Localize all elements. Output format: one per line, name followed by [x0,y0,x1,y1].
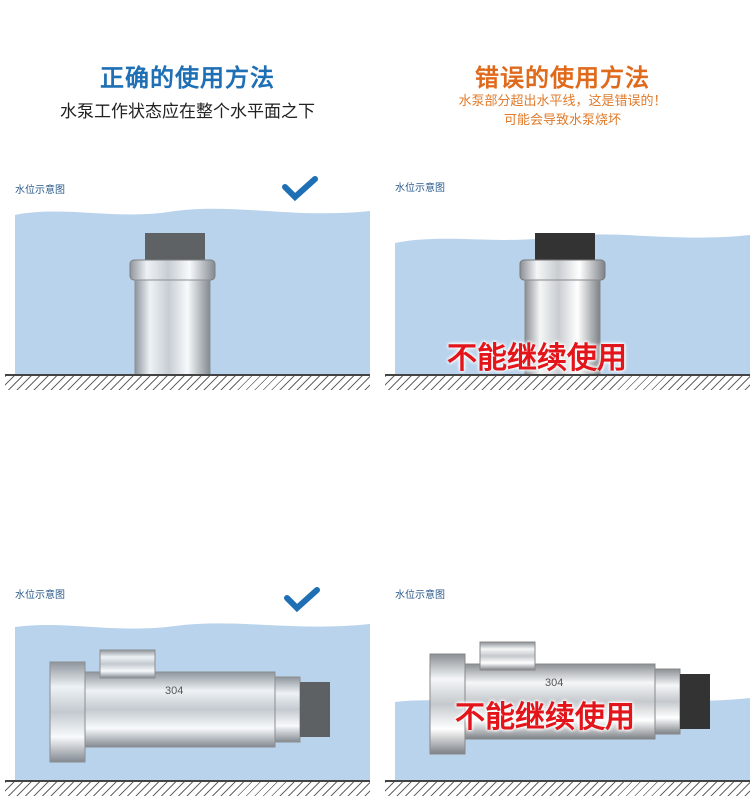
pump-marking: 304 [165,685,183,697]
water-diagram: 304 [15,587,370,782]
pump-horizontal [49,649,330,763]
pump-upright [129,233,216,390]
ground-hatch [385,374,750,390]
pump-marking: 304 [545,677,563,689]
correct-usage-subtitle: 水泵工作状态应在整个水平面之下 [60,102,315,122]
correct-usage-title: 正确的使用方法 [100,64,275,92]
check-icon [282,176,318,202]
check-icon [284,587,320,613]
water-diagram: 304 [395,233,750,390]
water-diagram: 304 [395,641,750,782]
water-level-label: 水位示意图 [395,590,445,601]
panel-wrong-upright: 304 水位示意图 不能继续使用 [385,175,750,390]
water-level-label: 水位示意图 [15,590,65,601]
cannot-use-warning: 不能继续使用 [455,700,635,735]
wrong-usage-title: 错误的使用方法 [475,64,650,92]
pump-upright [519,233,606,390]
panel-correct-horizontal: 304 水位示意图 [5,582,370,796]
water-diagram: 304 [15,176,370,390]
panel-correct-upright: 304 水位示意图 [5,175,370,390]
panel-wrong-horizontal: 304 水位示意图 不能继续使用 [385,582,750,796]
ground-hatch [5,374,370,390]
water-level-label: 水位示意图 [15,185,65,196]
water-level-label: 水位示意图 [395,183,445,194]
ground-hatch [385,780,750,796]
cannot-use-warning: 不能继续使用 [447,341,627,376]
ground-hatch [5,780,370,796]
wrong-usage-subtitle: 水泵部分超出水平线，这是错误的！ 可能会导致水泵烧坏 [375,92,750,130]
wrong-usage-subtitle-line2: 可能会导致水泵烧坏 [503,113,621,128]
pump-horizontal [429,641,710,755]
wrong-usage-subtitle-line1: 水泵部分超出水平线，这是错误的！ [458,94,667,109]
